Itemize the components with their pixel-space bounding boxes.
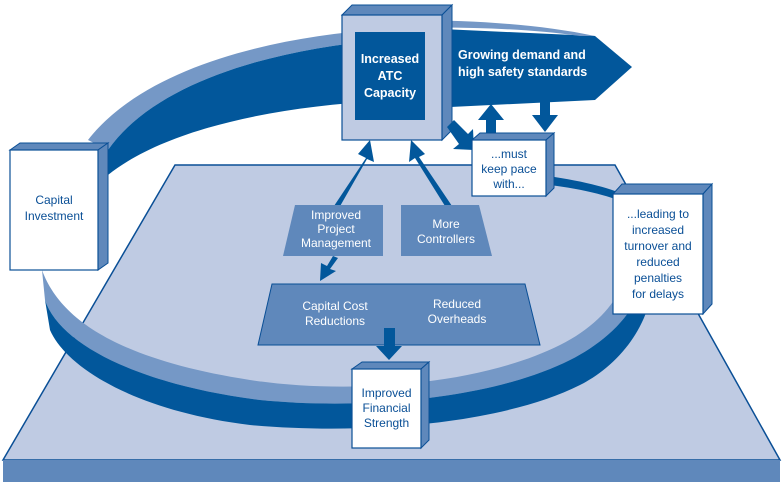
financial-strength-line: Strength [363,416,410,430]
capital-investment-label: Capital Investment [10,192,98,224]
capital-investment-box [9,149,99,271]
project-management-line: Project [317,222,355,236]
financial-box [351,368,422,449]
keep-pace-line: with... [493,177,525,191]
arrow-controllers-to-atc [409,140,452,206]
ring-front-arc-light [42,270,640,404]
financial-strength-label: Improved Financial Strength [352,386,421,431]
reduced-overheads-label: Reduced Overheads [412,297,502,327]
keep-pace-box-side [545,131,555,198]
ring-right-segment [540,175,625,203]
arrow-down-to-keep-pace [532,100,558,132]
keep-pace-box [471,139,547,197]
more-controllers-label: More Controllers [403,217,489,247]
project-management-line: Management [300,236,372,250]
atc-capacity-line: Capacity [363,86,417,100]
financial-strength-line: Financial [362,401,411,415]
more-controllers-line: Controllers [416,232,476,246]
keep-pace-line: keep pace [481,162,537,176]
leading-to-box-top [611,183,714,195]
arrow-cost-to-financial [376,328,402,360]
leading-to-line: turnover and [624,239,692,253]
leading-to-box-side [702,182,713,316]
leading-to-line: penalties [633,271,683,285]
capital-cost-line: Reductions [304,314,366,328]
atc-capacity-line: Increased [360,52,420,66]
more-controllers-shape [401,205,492,256]
project-management-label: Improved Project Management [291,208,381,250]
keep-pace-label: ...must keep pace with... [472,147,546,192]
arrow-pm-to-atc [334,140,374,208]
keep-pace-box-top [470,132,556,141]
atc-box-inner [355,32,425,120]
ring-back-arc-light [88,28,420,150]
reduced-overheads-line: Overheads [427,312,487,326]
atc-capacity-label: Increased ATC Capacity [355,51,425,102]
cost-reductions-shape [257,283,541,346]
demand-arrow-shape [420,28,632,108]
reduced-overheads-line: Reduced [432,297,482,311]
leading-to-line: reduced [636,255,680,269]
keep-pace-line: ...must [490,147,527,161]
capital-investment-line: Investment [24,209,84,223]
financial-strength-line: Improved [361,386,412,400]
project-management-line: Improved [310,208,362,222]
leading-to-line: increased [631,223,685,237]
project-management-shape [283,205,383,256]
capital-investment-box-top [8,142,110,151]
leading-to-box [612,193,704,315]
capital-investment-line: Capital [35,193,73,207]
demand-line: high safety standards [458,65,588,79]
capital-cost-line: Capital Cost [302,299,368,313]
leading-to-line: ...leading to [626,207,690,221]
arrow-atc-to-keep-pace [447,120,474,150]
platform-front [3,460,780,482]
capital-investment-box-side [97,142,109,271]
atc-capacity-line: ATC [377,69,403,83]
ring-front-arc-dark [45,290,650,429]
leading-to-label: ...leading to increased turnover and red… [613,206,703,302]
atc-box-top [340,4,454,16]
capital-cost-label: Capital Cost Reductions [290,299,380,329]
arrow-pm-to-cost [320,256,338,281]
financial-box-top [350,361,431,370]
arrow-up-to-demand [478,104,504,138]
demand-label: Growing demand and high safety standards [458,47,598,81]
leading-to-line: for delays [631,287,685,301]
financial-box-side [420,360,430,450]
demand-line: Growing demand and [458,48,586,62]
more-controllers-line: More [432,217,460,231]
atc-box-side [441,3,453,142]
